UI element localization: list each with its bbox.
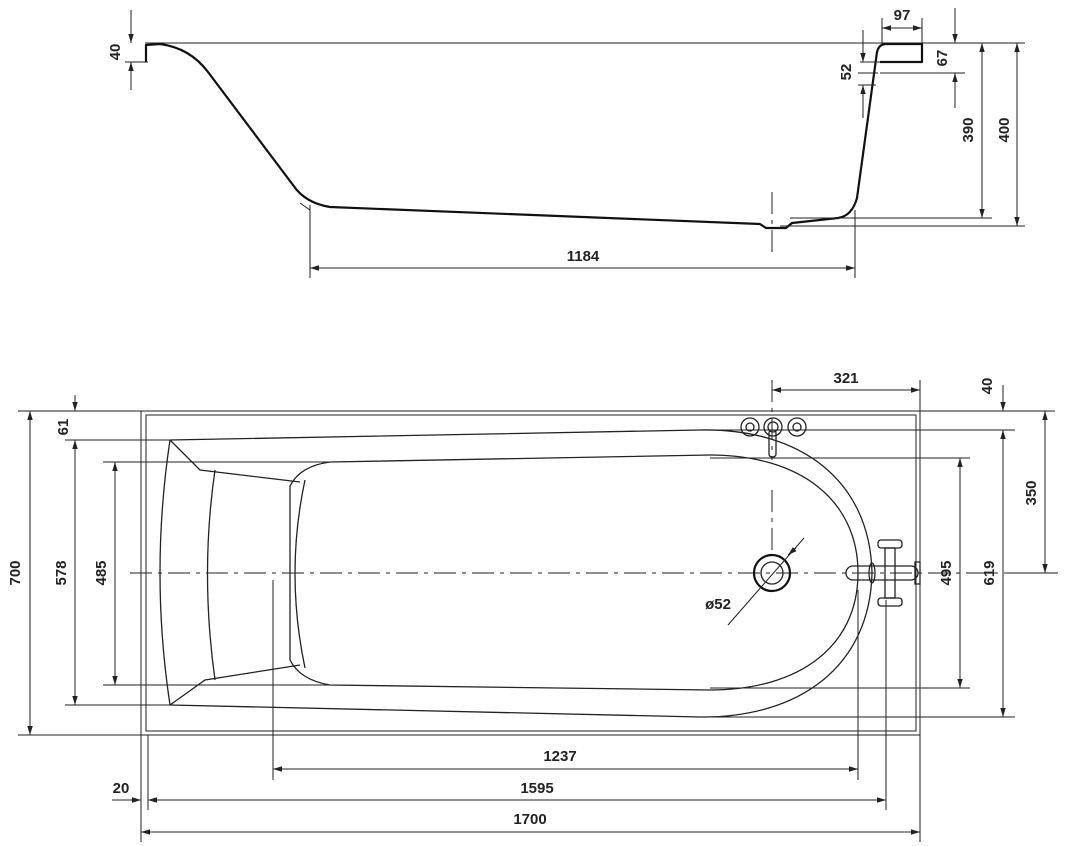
dim-step-67: 67 — [934, 50, 951, 67]
dim-total-height: 400 — [996, 117, 1013, 142]
dim-step-52: 52 — [838, 64, 855, 81]
dim-basin-length: 1237 — [543, 748, 576, 765]
rim-contour — [169, 429, 873, 718]
tub-profile — [144, 42, 924, 230]
dim-foot-basin-width: 495 — [938, 560, 955, 585]
plan-view: ø52 700 578 61 485 — [7, 370, 1058, 842]
dim-edge-40: 40 — [979, 378, 996, 395]
dim-drain-offset: 321 — [833, 370, 858, 387]
dim-length: 1700 — [513, 811, 546, 828]
dim-foot-rim-width: 619 — [981, 560, 998, 585]
tap-icon — [740, 417, 807, 458]
dim-basin-width: 485 — [93, 560, 110, 585]
overflow-icon — [845, 539, 921, 607]
dim-half-width: 350 — [1023, 480, 1040, 505]
dim-inner-depth: 390 — [960, 117, 977, 142]
dim-width: 700 — [7, 560, 24, 585]
drain-icon — [752, 553, 792, 593]
dim-rim-height: 40 — [107, 44, 124, 61]
dim-rim-inner-width: 578 — [53, 560, 70, 585]
dim-head-offset: 61 — [55, 419, 72, 436]
basin-contour — [289, 454, 859, 691]
dim-edge-20: 20 — [113, 780, 130, 797]
dim-inner-length: 1595 — [520, 780, 553, 797]
dim-rim-width: 97 — [894, 7, 911, 24]
side-view: 40 97 52 67 390 400 1184 — [107, 7, 1025, 278]
dim-drain-diameter: ø52 — [705, 596, 731, 613]
dim-bottom-length: 1184 — [567, 248, 600, 265]
